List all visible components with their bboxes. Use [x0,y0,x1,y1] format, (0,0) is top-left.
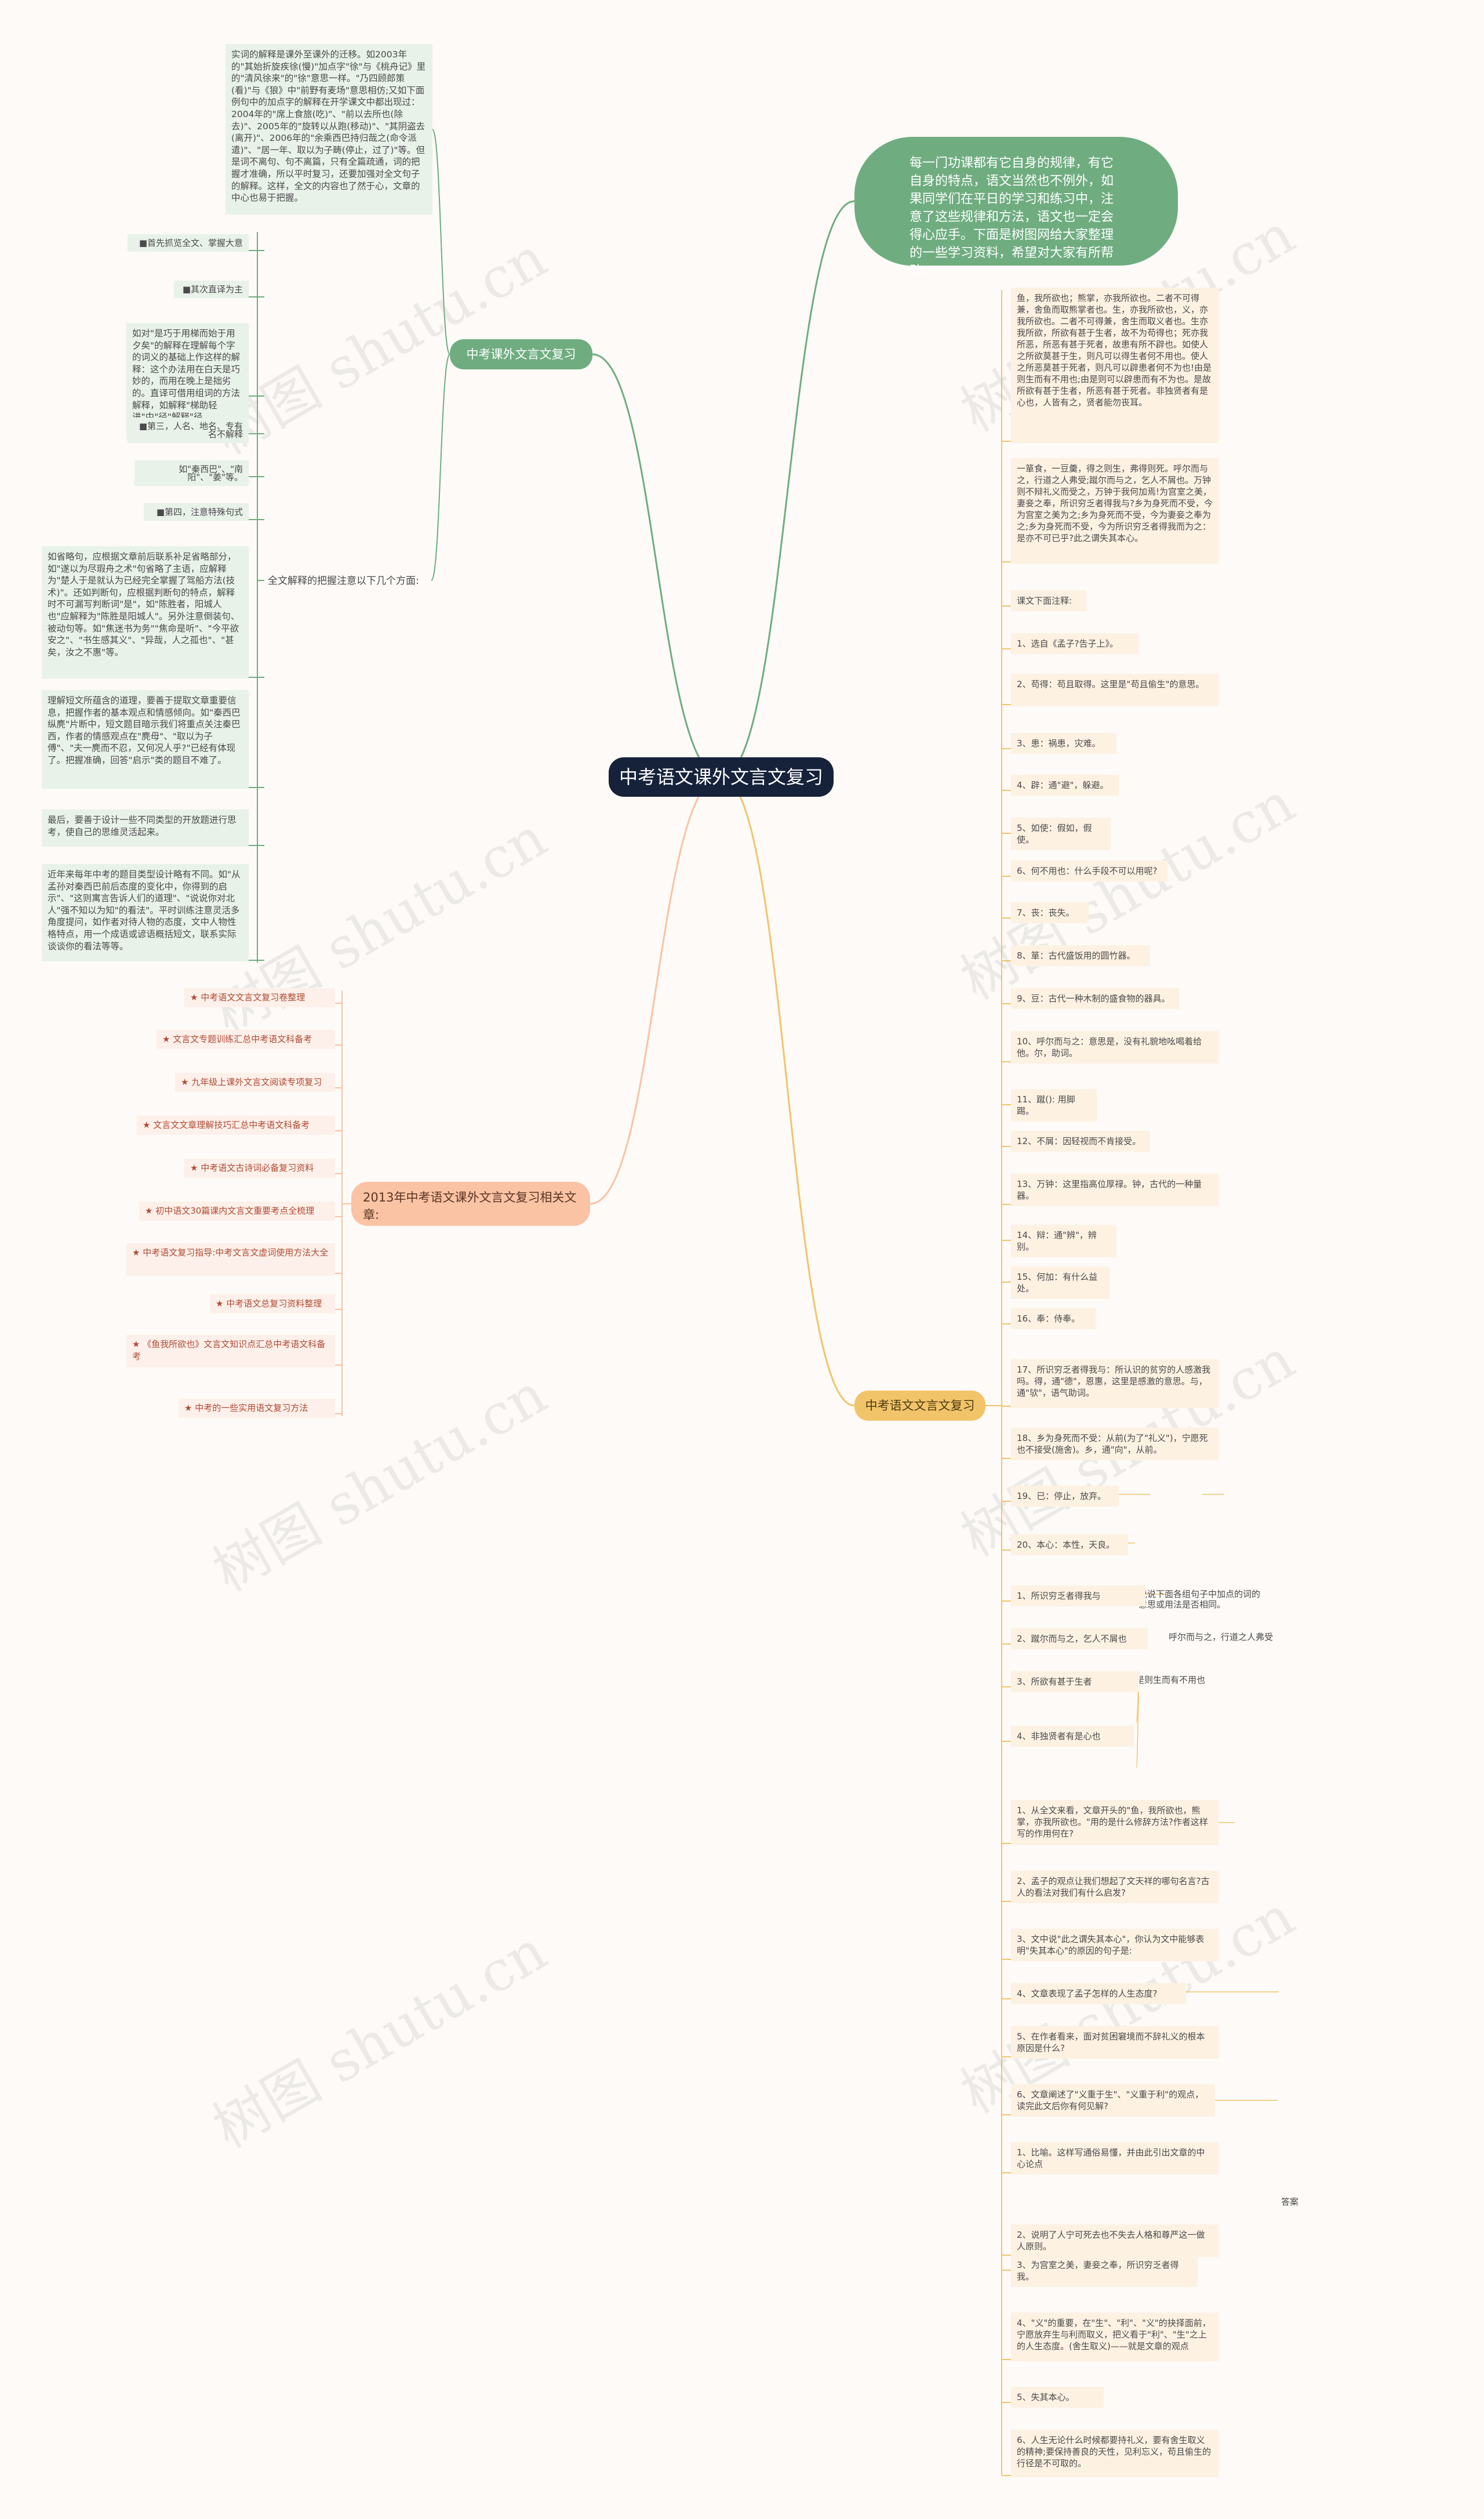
note-item[interactable]: 4、辟：通"避"，躲避。 [1011,775,1119,796]
note-item[interactable]: 6、文章阐述了"义重于生"、"义重于利"的观点，读完此文后你有何见解? [1011,2084,1215,2117]
note-detail[interactable] [1224,1530,1431,1561]
connector [721,776,855,1407]
note-item[interactable]: 课文下面注释: [1011,590,1086,611]
key-point-item[interactable]: ■第三，人名、地名、专有名不解释 [128,418,249,443]
note-item[interactable]: 12、不屑：因轻视而不肯接受。 [1011,1131,1150,1152]
note-item[interactable]: 一箪食，一豆羹，得之则生，弗得则死。呼尔而与之，行道之人弗受;蹴尔而与之，乞人不… [1011,458,1219,564]
note-item[interactable]: 1、比喻。这样写通俗易懂，并由此引出文章的中心论点 [1011,2142,1219,2175]
related-article-link[interactable]: ★ 文言文文章理解技巧汇总中考语文科备考 [137,1116,335,1135]
note-item[interactable]: 3、患：祸患，灾难。 [1011,733,1116,754]
note-item[interactable]: 4、"义"的重要，在"生"、"利"、"义"的抉择面前，宁愿放弃生与利而取义，把义… [1011,2313,1219,2361]
note-item[interactable]: 14、辩：通"辨"，辨别。 [1011,1225,1116,1257]
note-item[interactable]: 2、孟子的观点让我们想起了文天祥的哪句名言?古人的看法对我们有什么启发? [1011,1871,1219,1903]
key-point-item[interactable]: 最后，要善于设计一些不同类型的开放题进行思考，使自己的思维灵活起来。 [42,810,249,847]
connector [431,354,450,581]
related-article-link[interactable]: ★ 中考语文古诗词必备复习资料 [184,1159,335,1178]
sub-label-key-points[interactable]: 全文解释的把握注意以下几个方面: [268,575,419,587]
related-article-link[interactable]: ★ 九年级上课外文言文阅读专项复习 [175,1073,335,1092]
intro-bubble[interactable]: 每一门功课都有它自身的规律，有它自身的特点，语文当然也不例外，如果同学们在平日的… [854,137,1178,278]
note-item[interactable]: 10、呼尔而与之：意思是，没有礼貌地吆喝着给他。尔，助词。 [1011,1031,1219,1064]
note-item[interactable]: 5、失其本心。 [1011,2387,1104,2408]
note-detail[interactable]: 由是则生而有不用也 [1127,1675,1206,1685]
note-item[interactable]: 3、为宫室之美，妻妾之奉，所识穷乏者得我。 [1011,2255,1198,2287]
branch-related-articles[interactable]: 2013年中考语文课外文言文复习相关文章: [351,1182,590,1226]
key-point-item[interactable]: 如"秦西巴"、"南阳"、"姜"等。 [134,460,249,486]
note-detail[interactable] [1279,2085,1321,2100]
related-article-link[interactable]: ★ 中考的一些实用语文复习方法 [179,1399,335,1418]
related-article-link[interactable]: ★ 《鱼我所欲也》文言文知识点汇总中考语文科备考 [126,1335,335,1367]
note-item[interactable]: 鱼，我所欲也；熊掌，亦我所欲也。二者不可得兼，舍鱼而取熊掌者也。生，亦我所欲也，… [1011,288,1219,443]
note-item[interactable]: 17、所识穷乏者得我与：所认识的贫穷的人感激我吗。得，通"德"，恩惠，这里是感激… [1011,1359,1219,1408]
note-item[interactable]: 15、何加：有什么益处。 [1011,1266,1110,1299]
note-detail[interactable]: 答案 [1281,2197,1299,2207]
related-article-link[interactable]: ★ 初中语文30篇课内文言文重要考点全梳理 [139,1202,335,1221]
related-article-link[interactable]: ★ 中考语文文言文复习卷整理 [184,988,335,1007]
key-point-item[interactable]: ■首先抓览全文、掌握大意 [128,234,249,252]
key-point-item[interactable]: ■其次直译为主 [174,281,249,298]
note-item[interactable]: 3、文中说"此之谓失其本心"，你认为文中能够表明"失其本心"的原因的句子是: [1011,1929,1219,1961]
note-item[interactable]: 9、豆：古代一种木制的盛食物的器具。 [1011,988,1179,1009]
key-point-item[interactable]: ■第四，注意特殊句式 [144,503,249,521]
related-article-link[interactable]: ★ 文言文专题训练汇总中考语文科备考 [157,1030,335,1049]
note-item[interactable]: 1、所识穷乏者得我与 [1011,1585,1145,1606]
key-point-item[interactable]: 近年来每年中考的题目类型设计略有不同。如"从孟孙对秦西巴前后态度的变化中，你得到… [42,864,249,961]
note-item[interactable]: 1、从全文来看，文章开头的"鱼，我所欲也，熊掌，亦我所欲也。"用的是什么修辞方法… [1011,1800,1219,1845]
connector [721,200,855,778]
note-item[interactable]: 3、所欲有甚于生者 [1011,1671,1140,1692]
note-item[interactable]: 5、如使：假如，假使。 [1011,818,1111,850]
note-item[interactable]: 5、在作者看来，面对贫困窘境而不辞礼义的根本原因是什么? [1011,2026,1219,2059]
note-sub-label[interactable] [1150,1536,1202,1551]
branch-extracurricular-review[interactable]: 中考课外文言文复习 [450,339,592,369]
note-detail[interactable] [1235,1879,1395,1894]
note-item[interactable]: 2、蹴尔而与之，乞人不屑也 [1011,1628,1148,1649]
note-detail[interactable]: 呼尔而与之，行道之人弗受 [1169,1632,1274,1642]
note-detail[interactable]: 说说下面各组句子中加点的词的意思或用法是否相同。 [1139,1589,1261,1610]
branch-classical-chinese-review[interactable]: 中考语文文言文复习 [854,1391,985,1421]
root-topic[interactable]: 中考语文课外文言文复习 [609,757,834,797]
note-item[interactable]: 2、说明了人宁可死去也不失去人格和尊严这一做人原则。 [1011,2224,1219,2257]
note-item[interactable]: 20、本心：本性，天良。 [1011,1534,1128,1555]
note-item[interactable]: 2、苟得：苟且取得。这里是"苟且偷生"的意思。 [1011,674,1219,706]
related-article-link[interactable]: ★ 中考语文总复习资料整理 [210,1294,335,1313]
note-item[interactable]: 13、万钟：这里指高位厚禄。钟，古代的一种量器。 [1011,1174,1219,1206]
note-item[interactable]: 16、奉：侍奉。 [1011,1308,1096,1329]
note-item[interactable]: 4、非独贤者有是心也 [1011,1726,1134,1747]
note-item[interactable]: 7、丧：丧失。 [1011,902,1089,923]
note-word-meaning[interactable]: 实词的解释是课外至课外的迁移。如2003年的"其始折旋疾徐(慢)"加点字"徐"与… [225,44,432,215]
note-detail[interactable] [1136,1715,1228,1730]
note-item[interactable]: 6、何不用也：什么手段不可以用呢? [1011,861,1167,881]
key-point-item[interactable]: 如省略句，应根据文章前后联系补足省略部分，如"遂以为尽瑕舟之术"句省略了主语，应… [42,546,249,678]
note-item[interactable]: 1、选自《孟子?告子上》。 [1011,633,1139,654]
note-item[interactable]: 18、乡为身死而不受：从前(为了"礼义")，宁愿死也不接受(施舍)。乡，通"向"… [1011,1428,1219,1460]
connector [432,129,450,355]
note-item[interactable]: 8、箪：古代盛饭用的圆竹器。 [1011,945,1150,966]
note-detail[interactable] [1136,1761,1188,1776]
note-item[interactable]: 11、蹴(): 用脚踢。 [1011,1089,1097,1121]
related-article-link[interactable]: ★ 中考语文复习指导:中考文言文虚词使用方法大全 [126,1243,335,1276]
connector [590,776,722,1205]
connector [592,353,722,778]
key-point-item[interactable]: 理解短文所蕴含的道理，要善于提取文章重要信息，把握作者的基本观点和情感倾向。如"… [42,690,249,789]
note-item[interactable]: 6、人生无论什么时候都要持礼义，要有舍生取义的精神;要保持善良的天性，见利忘义，… [1011,2430,1219,2477]
note-item[interactable]: 19、已：停止，放弃。 [1011,1486,1119,1507]
note-item[interactable]: 4、文章表现了孟子怎样的人生态度? [1011,1983,1186,2004]
